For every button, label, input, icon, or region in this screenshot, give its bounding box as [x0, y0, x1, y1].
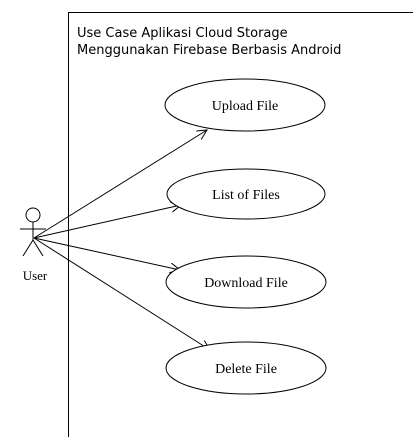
actor-head [25, 207, 41, 223]
association-delete-file [33, 237, 210, 350]
association-upload-file [33, 130, 207, 239]
actor-left-leg [22, 239, 34, 257]
use-case-label: Delete File [215, 362, 277, 377]
system-title-line-2: Menggunakan Firebase Berbasis Android [77, 43, 341, 58]
system-title-line-1: Use Case Aplikasi Cloud Storage [77, 26, 288, 41]
association-download-file [33, 237, 180, 270]
use-case-delete-file[interactable]: Delete File [165, 341, 327, 395]
use-case-upload-file[interactable]: Upload File [164, 78, 326, 132]
use-case-list-of-files[interactable]: List of Files [166, 168, 326, 220]
use-case-download-file[interactable]: Download File [165, 255, 327, 309]
use-case-label: List of Files [212, 188, 280, 203]
association-list-of-files [33, 205, 181, 239]
use-case-label: Download File [204, 276, 288, 291]
actor-name: User [23, 268, 48, 283]
actor-right-leg [32, 239, 44, 257]
actor-user [20, 207, 46, 257]
use-case-label: Upload File [212, 99, 279, 114]
